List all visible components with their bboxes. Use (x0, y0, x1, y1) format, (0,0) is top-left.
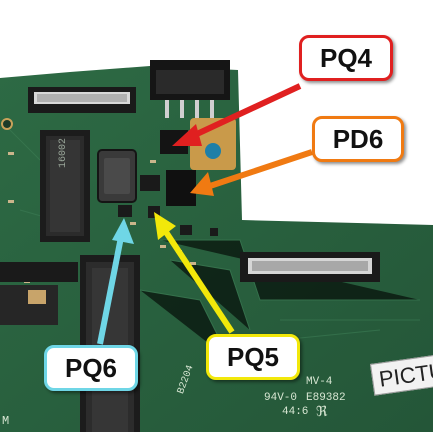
callout-pd6: PD6 (312, 116, 404, 162)
fpc-connector (240, 252, 380, 282)
arrow-pq4 (172, 83, 302, 146)
callout-pq6: PQ6 (44, 345, 138, 391)
left-components (0, 262, 78, 325)
inductor (97, 149, 137, 203)
mount-hole (1, 118, 13, 130)
silk-left-edge: M (2, 414, 10, 428)
m2-slot-bottom (80, 255, 140, 432)
silk-rating: 94V-0 (264, 392, 298, 404)
arrow-pd6 (190, 149, 313, 196)
arrow-pq5 (154, 212, 235, 334)
silk-date: 44:6 (282, 406, 309, 418)
chips (118, 130, 218, 236)
silk-ul: ℜ (316, 405, 328, 421)
top-connector (28, 87, 136, 113)
callout-pq5: PQ5 (206, 334, 300, 380)
m2-slot-left (40, 130, 90, 242)
header-connector (150, 60, 230, 118)
silk-part: 16002 (58, 137, 69, 168)
silk-model: MV-4 (306, 376, 333, 388)
silk-code: E89382 (306, 392, 346, 404)
arrow-pq6 (97, 218, 134, 345)
callout-pq4: PQ4 (299, 35, 393, 81)
